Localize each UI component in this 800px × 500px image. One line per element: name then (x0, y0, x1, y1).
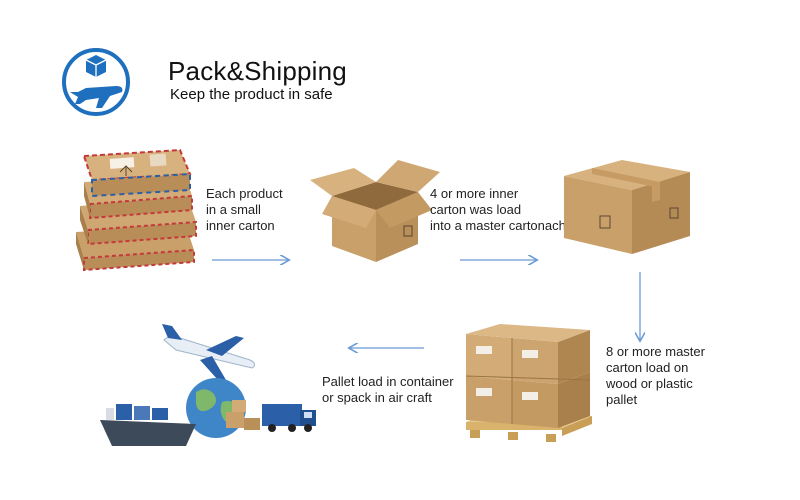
step-3-caption: 8 or more master carton load on wood or … (606, 344, 705, 407)
step-2-caption: 4 or more inner carton was load into a m… (430, 186, 566, 233)
page-subtitle: Keep the product in safe (170, 86, 333, 103)
step-4-caption: Pallet load in container or spack in air… (322, 374, 454, 405)
step-1-caption: Each product in a small inner carton (206, 186, 283, 233)
page-title: Pack&Shipping (168, 56, 347, 86)
